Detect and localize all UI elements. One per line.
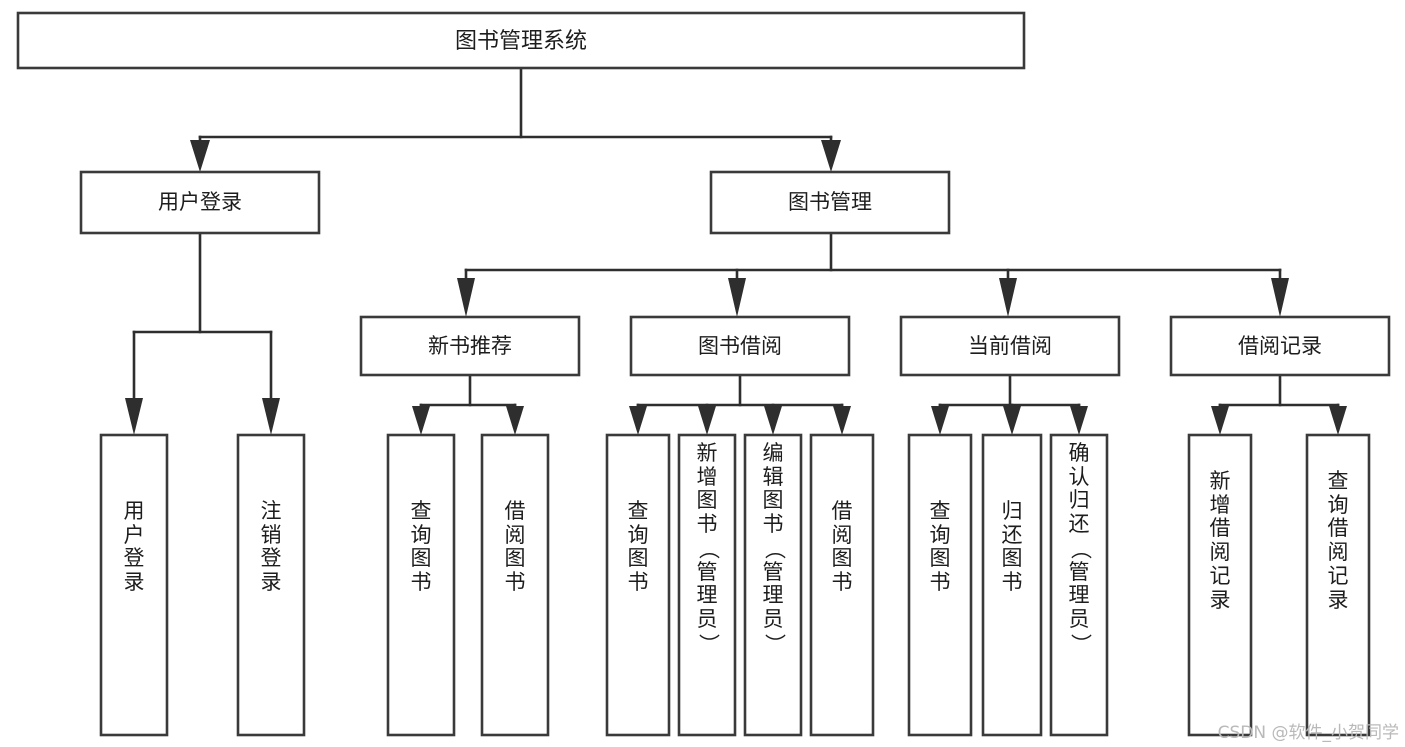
leaf-box-query-book-3[interactable]	[907, 433, 973, 737]
leaf-box-query-book-2[interactable]	[605, 433, 671, 737]
connectors-borrowrecord-children	[1211, 373, 1347, 435]
arrow-head-edit-book	[764, 406, 782, 435]
node-label-borrow-record: 借阅记录	[1238, 334, 1322, 358]
arrow-head-borrow-book-1	[506, 406, 524, 435]
node-new-book-recommend[interactable]: 新书推荐	[359, 315, 581, 377]
arrow-head-query-book-3	[931, 406, 949, 435]
leaf-box-borrow-book-2[interactable]	[809, 433, 875, 737]
arrow-head-current-borrow	[999, 278, 1017, 317]
leaf-box-logout[interactable]	[236, 433, 306, 737]
leaf-box-return-book[interactable]	[981, 433, 1043, 737]
node-label-user-login: 用户登录	[158, 190, 242, 214]
arrow-head-return-book	[1003, 406, 1021, 435]
arrow-head-new-book-rec	[457, 278, 475, 317]
node-box-user-login[interactable]	[79, 170, 321, 235]
leaf-boxes[interactable]	[99, 433, 1371, 737]
arrow-head-user-login	[190, 140, 210, 172]
node-borrow-record[interactable]: 借阅记录	[1169, 315, 1391, 377]
node-box-book-management[interactable]	[709, 170, 951, 235]
arrow-head-borrow-book-2	[833, 406, 851, 435]
node-user-login[interactable]: 用户登录	[79, 170, 321, 235]
node-box-book-borrow[interactable]	[629, 315, 851, 377]
node-box-current-borrow[interactable]	[899, 315, 1121, 377]
arrow-head-add-borrow-record	[1211, 406, 1229, 435]
node-box-new-book-recommend[interactable]	[359, 315, 581, 377]
node-book-borrow[interactable]: 图书借阅	[629, 315, 851, 377]
connectors-bookborrow-children	[629, 373, 851, 435]
leaf-box-query-book-1[interactable]	[386, 433, 456, 737]
leaf-box-query-borrow-record[interactable]	[1305, 433, 1371, 737]
leaf-box-confirm-return[interactable]	[1049, 433, 1109, 737]
connectors-bookmgmt-children	[457, 231, 1289, 317]
node-box-borrow-record[interactable]	[1169, 315, 1391, 377]
arrow-head-confirm-return	[1070, 406, 1088, 435]
node-label-book-borrow: 图书借阅	[698, 334, 782, 358]
node-label-book-management: 图书管理	[788, 190, 872, 214]
arrow-head-add-book	[698, 406, 716, 435]
node-label-current-borrow: 当前借阅	[968, 334, 1052, 358]
node-book-management[interactable]: 图书管理	[709, 170, 951, 235]
leaf-box-add-borrow-record[interactable]	[1187, 433, 1253, 737]
arrow-head-book-borrow	[728, 278, 746, 317]
leaf-box-user-login[interactable]	[99, 433, 169, 737]
node-box-root[interactable]	[16, 11, 1026, 70]
arrow-head-leaf-logout	[262, 398, 280, 435]
connectors-root-to-level2	[190, 66, 841, 172]
connectors-userlogin-children	[125, 231, 280, 435]
connectors-currentborrow-children	[931, 373, 1088, 435]
leaf-box-add-book[interactable]	[677, 433, 737, 737]
arrow-head-leaf-user-login	[125, 398, 143, 435]
node-label-new-book-recommend: 新书推荐	[428, 334, 512, 358]
arrow-head-query-book-1	[412, 406, 430, 435]
arrow-head-query-book-2	[629, 406, 647, 435]
arrow-head-query-borrow-record	[1329, 406, 1347, 435]
node-current-borrow[interactable]: 当前借阅	[899, 315, 1121, 377]
connectors-newbookrec-children	[412, 373, 524, 435]
arrow-head-borrow-record	[1271, 278, 1289, 317]
leaf-box-borrow-book-1[interactable]	[480, 433, 550, 737]
arrow-head-book-mgmt	[821, 140, 841, 172]
leaf-box-edit-book[interactable]	[743, 433, 803, 737]
node-label-root: 图书管理系统	[455, 29, 587, 54]
node-root[interactable]: 图书管理系统	[16, 11, 1026, 70]
